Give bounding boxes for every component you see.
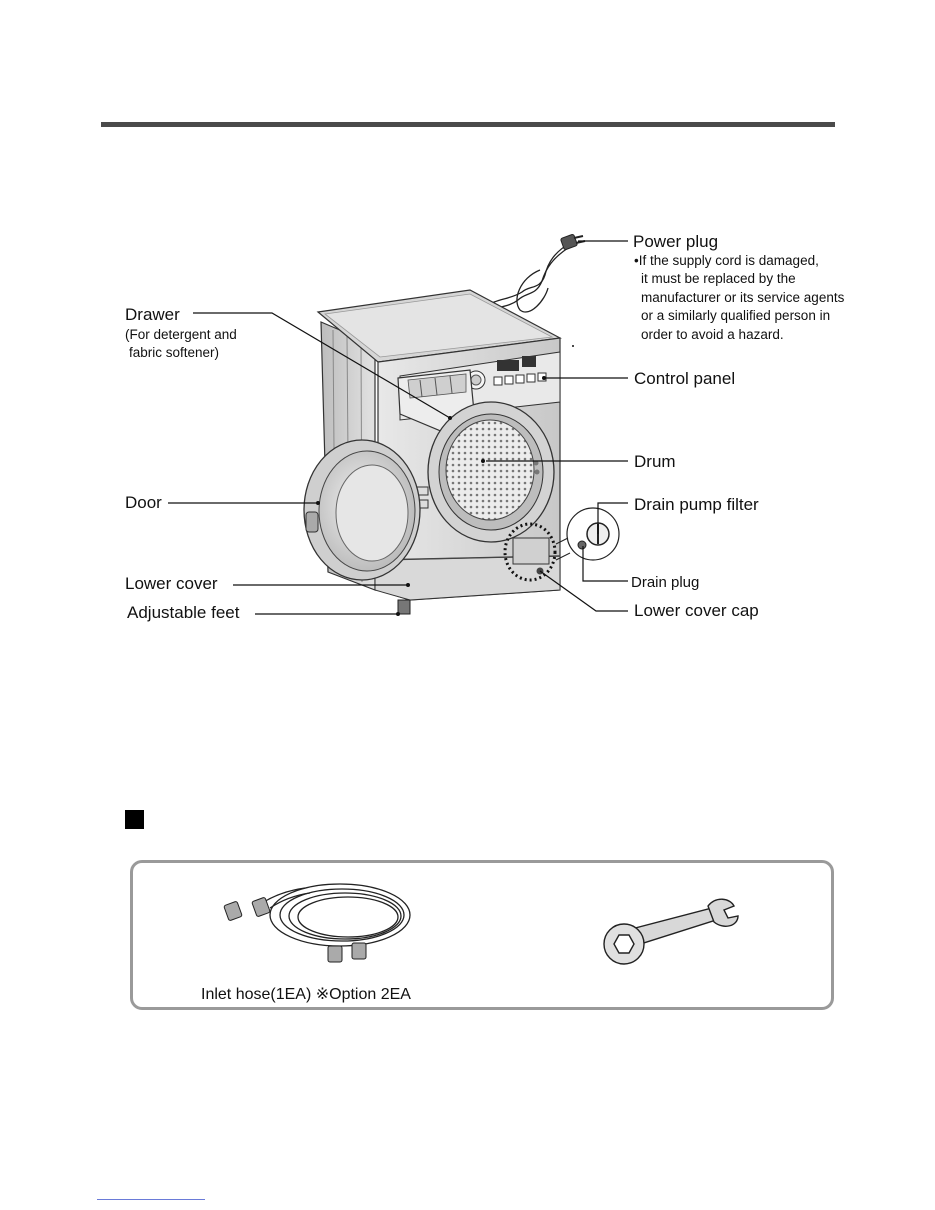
inlet-hose-icon <box>261 883 411 947</box>
drawer-label: Drawer <box>125 305 180 324</box>
footer-link-underline[interactable] <box>97 1199 205 1200</box>
inlet-hose-label: Inlet hose(1EA) ※Option 2EA <box>201 986 411 1003</box>
drawer-sub-line-2: fabric softener) <box>129 345 220 360</box>
leader-lines <box>168 240 628 615</box>
door-shape <box>303 439 421 581</box>
lower-cover-cap-label: Lower cover cap <box>634 601 759 620</box>
top-divider <box>101 122 835 127</box>
power-note-line-3: manufacturer or its service agents <box>641 290 845 305</box>
hose-connectors <box>223 897 367 963</box>
lower-cover-label: Lower cover <box>125 574 218 593</box>
drain-plug-label: Drain plug <box>631 574 700 591</box>
spanner-icon <box>603 898 739 965</box>
section-marker <box>125 810 144 829</box>
adjustable-feet-label: Adjustable feet <box>127 603 240 622</box>
drawer-sub-line-1: (For detergent and <box>125 327 237 342</box>
control-panel-label: Control panel <box>634 369 736 388</box>
power-note-line-4: or a similarly qualified person in <box>641 308 831 323</box>
power-note-line-5: order to avoid a hazard. <box>641 327 784 342</box>
door-label: Door <box>125 493 162 512</box>
drain-filter-area <box>503 522 557 582</box>
drum-label: Drum <box>634 452 676 471</box>
accessories-box <box>130 860 834 1010</box>
drum-opening <box>427 401 555 543</box>
washing-machine-diagram <box>168 234 628 616</box>
power-plug-icon <box>560 234 586 250</box>
drain-pump-filter-label: Drain pump filter <box>634 495 759 514</box>
adjustable-foot <box>397 599 411 615</box>
power-note-line-2: it must be replaced by the <box>641 271 796 286</box>
power-note-line-1: •If the supply cord is damaged, <box>634 253 819 268</box>
power-plug-label: Power plug <box>633 232 719 251</box>
